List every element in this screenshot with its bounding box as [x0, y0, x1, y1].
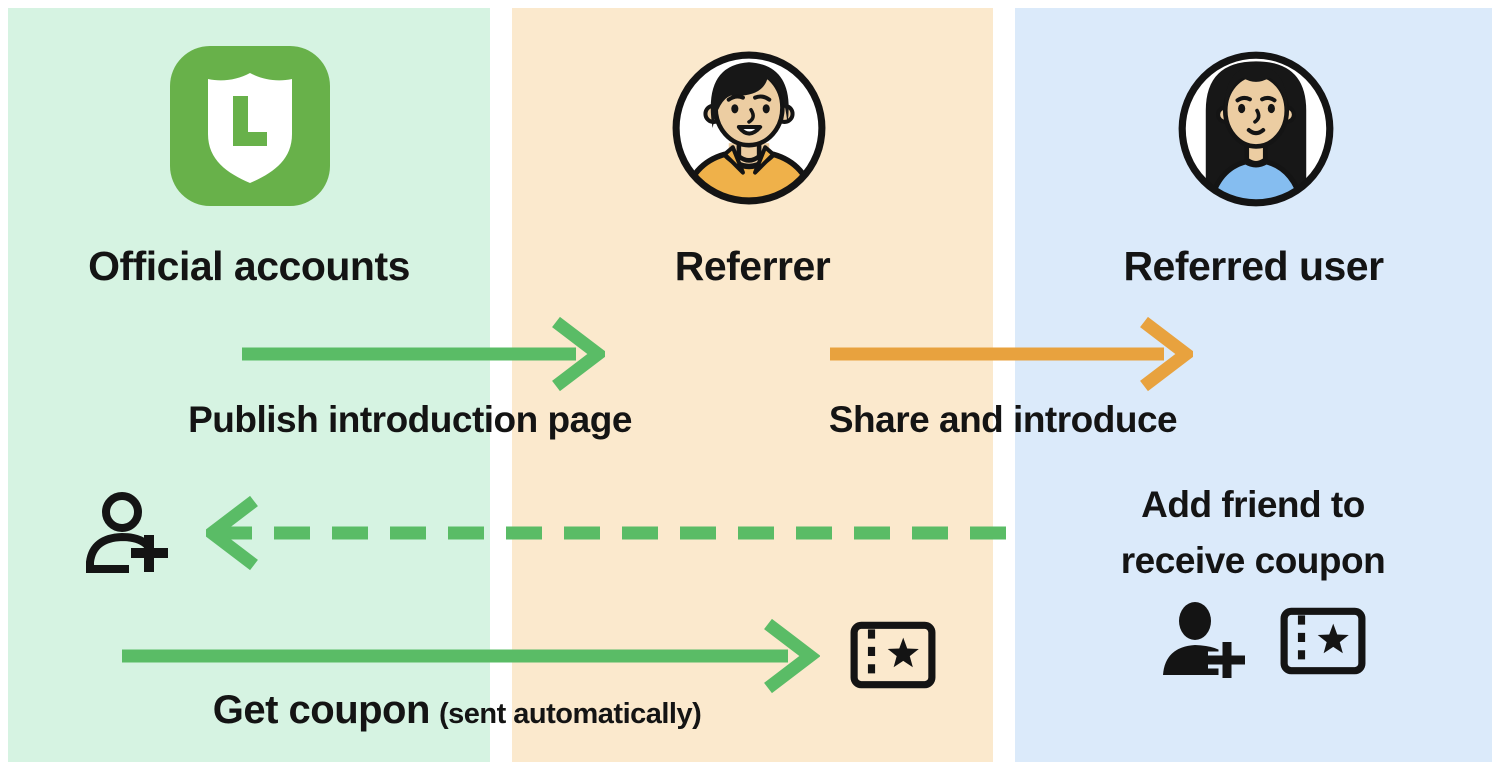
add-friend-caption-line2: receive coupon: [1120, 540, 1386, 581]
add-friend-caption: Add friend to receive coupon: [1063, 477, 1443, 589]
get-coupon-caption: Get coupon(sent automatically): [117, 688, 797, 733]
get-coupon-arrow-right-icon: [122, 618, 820, 694]
share-caption: Share and introduce: [828, 399, 1178, 440]
add-friend-caption-line1: Add friend to: [1141, 484, 1365, 525]
official-account-shield-logo-icon: [170, 46, 330, 206]
get-coupon-caption-label: Get coupon: [212, 688, 431, 732]
coupon-ticket-star-icon: [1280, 607, 1366, 675]
official-accounts-label: Official accounts: [88, 243, 410, 289]
referrer-label: Referrer: [674, 243, 831, 289]
referrer-avatar: [672, 51, 826, 205]
coupon-ticket-star-icon: [850, 621, 936, 689]
share-arrow-right-icon: [830, 316, 1193, 392]
publish-arrow-right-icon: [242, 316, 605, 392]
add-friend-dashed-arrow-left-icon: [206, 495, 1018, 571]
publish-caption: Publish introduction page: [188, 399, 632, 440]
add-friend-filled-icon: [1163, 602, 1245, 678]
get-coupon-caption-note: (sent automatically): [438, 698, 702, 730]
add-friend-outline-icon: [86, 492, 168, 573]
referred-user-avatar: [1178, 51, 1334, 207]
referred-user-label: Referred user: [1123, 243, 1384, 289]
